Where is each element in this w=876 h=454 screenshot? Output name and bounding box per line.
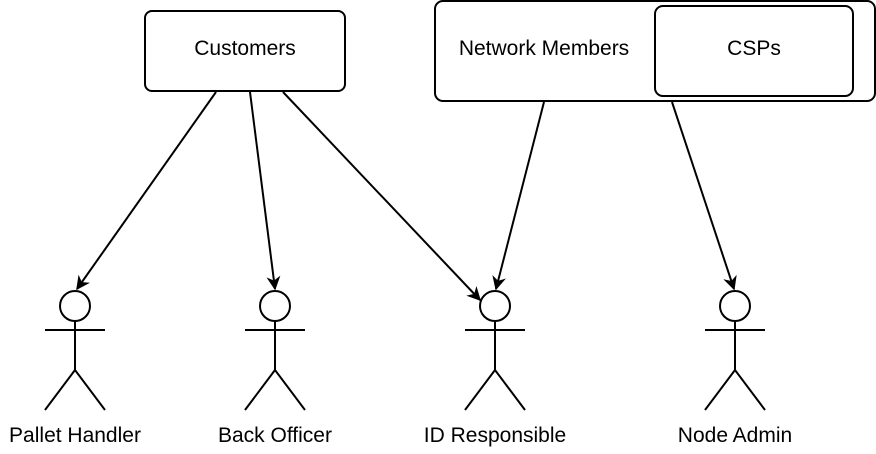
edge-customers-pallet-handler <box>76 91 217 291</box>
csps-box <box>654 5 854 97</box>
network-members-label: Network Members <box>459 37 629 60</box>
edge-customers-id-responsible <box>282 91 481 302</box>
actor-pallet-handler[interactable]: Pallet Handler <box>9 290 141 447</box>
actor-id-responsible[interactable]: ID Responsible <box>424 290 566 447</box>
stick-figure-icon <box>704 290 766 411</box>
stick-figure-icon <box>244 290 306 411</box>
actor-label: Back Officer <box>218 424 332 447</box>
customers-box <box>144 10 346 92</box>
customers-node[interactable]: Customers <box>144 10 346 92</box>
actor-back-officer[interactable]: Back Officer <box>218 290 332 447</box>
csps-node[interactable]: CSPs <box>654 5 854 97</box>
actor-label: Pallet Handler <box>9 424 141 447</box>
stick-figure-icon <box>464 290 526 411</box>
customers-label: Customers <box>194 37 296 60</box>
edge-customers-back-officer <box>249 91 281 291</box>
actor-label: ID Responsible <box>424 424 566 447</box>
stick-figure-icon <box>44 290 106 411</box>
actor-node-admin[interactable]: Node Admin <box>678 290 792 447</box>
edge-network-members-id-responsible <box>492 101 545 291</box>
actor-label: Node Admin <box>678 424 792 447</box>
edge-csps-node-admin <box>671 101 737 291</box>
csps-label: CSPs <box>727 37 781 60</box>
